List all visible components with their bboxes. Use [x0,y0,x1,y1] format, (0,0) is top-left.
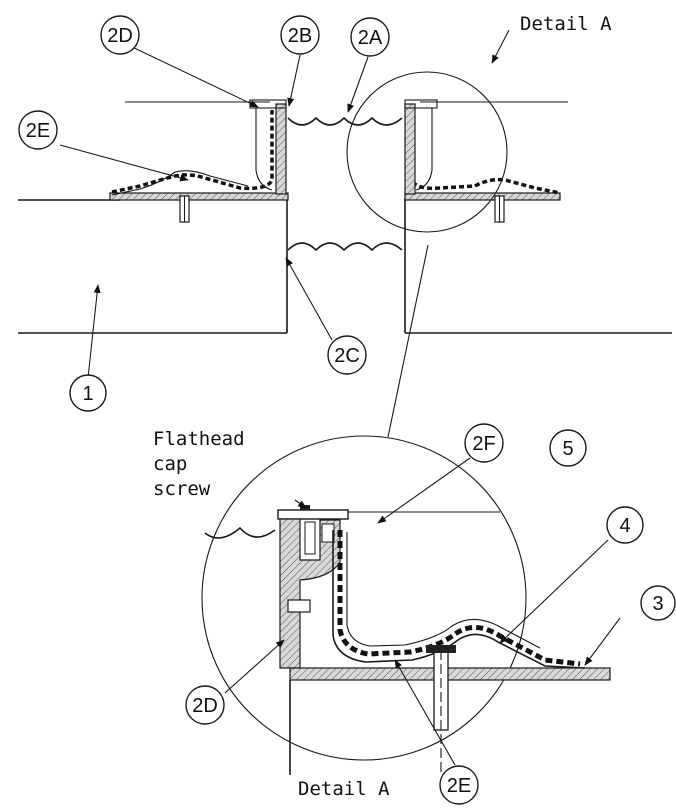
leader-2f [377,457,471,524]
callout-2b: 2B [280,15,320,55]
leader-2a [347,56,369,113]
callout-2c: 2C [327,335,367,375]
detail-a-label-top: Detail A [520,13,612,35]
leader-flathead [294,499,307,509]
svg-text:2F: 2F [472,433,495,455]
svg-text:4: 4 [619,515,630,537]
svg-text:2D: 2D [107,25,133,47]
flathead-label-line2: cap [153,453,187,475]
detail-bolt-washer [426,645,456,653]
detail-bellows [204,526,276,539]
svg-text:3: 3 [652,593,663,615]
svg-text:2D: 2D [192,695,218,717]
svg-text:2E: 2E [26,120,50,142]
clamp-slot-2 [321,523,335,543]
flange-left-inner [255,108,273,191]
leader-2d-top [127,44,259,108]
membrane-inner-line [346,532,541,649]
detail-deck-plate [289,667,611,681]
clamp-side-bolt [287,599,311,613]
leader-2e-top [59,144,189,182]
callout-5: 5 [549,429,587,467]
membrane-outer-line [332,530,586,669]
membrane-right [410,110,561,195]
leader-2b [287,54,301,107]
flathead-label-line1: Flathead [153,428,245,450]
membrane-layer-4 [337,530,581,667]
detail-cap [277,509,349,520]
svg-text:1: 1 [82,383,93,405]
clamp-body-2d [279,518,341,669]
svg-text:5: 5 [562,438,573,460]
callout-3: 3 [640,585,676,621]
deck-plate-right [404,192,561,201]
callout-2a: 2A [350,17,390,57]
leader-2d-bottom [224,639,285,694]
deck-plate-left [109,192,289,201]
detail-a-enlarged [201,244,611,775]
svg-text:2A: 2A [358,27,383,49]
callout-2f: 2F [464,423,504,463]
callout-2d-bottom: 2D [185,685,225,725]
leader-detail-a [491,29,510,64]
svg-text:2C: 2C [334,345,360,367]
callout-2d-top: 2D [100,15,140,55]
callout-1: 1 [69,374,107,412]
cap-right [404,99,438,109]
callout-2e-top: 2E [18,110,58,150]
svg-text:2E: 2E [447,775,471,797]
callout-2e-bottom: 2E [439,765,479,805]
bellows-top [287,116,403,126]
detail-a-circle-top [346,71,508,233]
detail-a-label-bottom: Detail A [298,778,390,800]
membrane-left [111,110,274,194]
leader-3 [584,617,621,666]
leader-2c [285,257,333,341]
flathead-label-line3: screw [153,478,211,500]
flange-left [275,103,287,195]
top-assembly [18,71,672,334]
detail-connector-line [387,244,429,438]
callout-4: 4 [606,506,644,544]
membrane-left-outline [111,170,249,196]
flange-right-inner [415,108,433,191]
clamp-slot-1 [304,521,316,555]
flange-right [404,103,416,195]
leader-4 [499,539,609,644]
detail-a-circle-bottom [201,435,527,761]
detail-bolt [433,649,449,731]
svg-text:2B: 2B [288,25,312,47]
leader-1 [87,284,101,379]
leader-lines [59,29,621,766]
bellows-bottom [287,242,403,252]
leader-2e-bottom [394,659,456,766]
